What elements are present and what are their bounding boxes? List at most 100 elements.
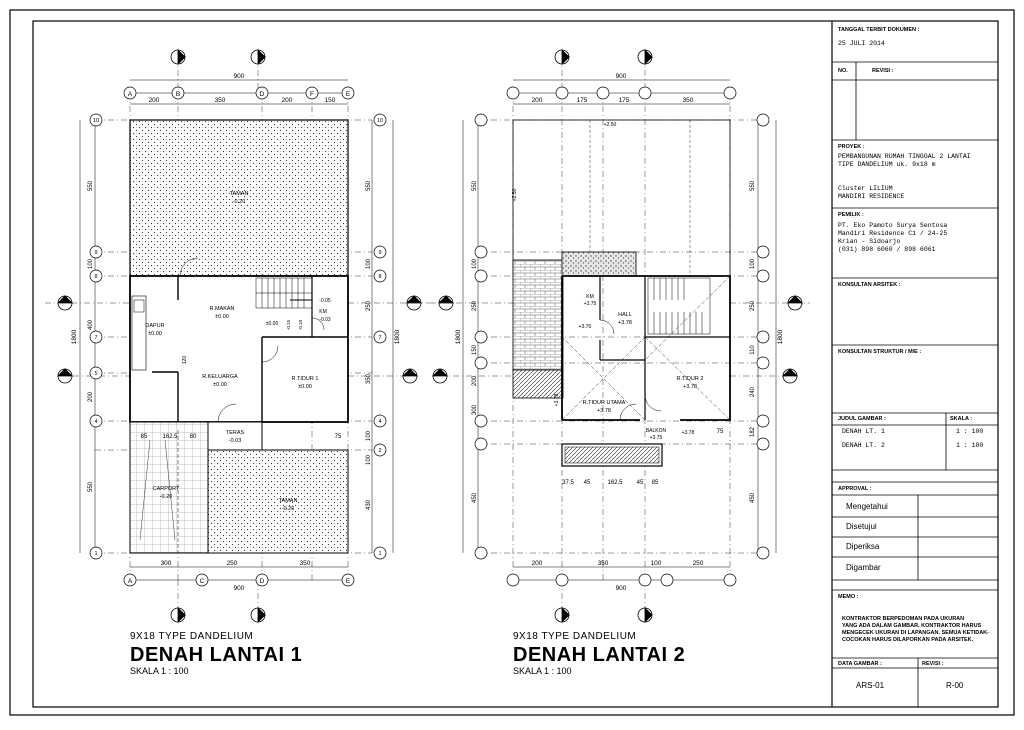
- plan2-overall-depth: 1800: [455, 329, 462, 344]
- grid-letter: A: [128, 578, 133, 585]
- grid-letter: A: [128, 91, 133, 98]
- room-name: R.KELUARGA: [202, 374, 238, 380]
- small-dim: 85: [652, 480, 659, 486]
- floor-plan-1: [45, 49, 430, 623]
- plan2-left-dim: 450: [472, 492, 478, 503]
- plan1-right-dim: 350: [366, 373, 372, 384]
- grid-number: 7: [378, 335, 381, 341]
- grid-number: 4: [94, 419, 97, 425]
- grid-number: 7: [94, 335, 97, 341]
- plan2-bottom-dim: 250: [693, 560, 704, 567]
- plan1-overall-depth-right: 1800: [394, 329, 401, 344]
- no-label: NO.: [838, 68, 848, 74]
- room-level: +3.78: [597, 408, 611, 414]
- approval-row: Diperiksa: [846, 542, 880, 551]
- revisi2-value: R-00: [946, 681, 964, 690]
- room-level: -0.03: [319, 317, 331, 323]
- plan1-left-dim: 200: [88, 391, 94, 402]
- pemilik-line: Krian - Sidoarjo: [838, 238, 901, 245]
- pemilik-line: PT. Eko Pamoto Surya Sentosa: [838, 222, 948, 229]
- plan1-bottom-dim: 300: [161, 560, 172, 567]
- level-mark: +3.78: [682, 430, 695, 436]
- plan1-right-dim: 100: [366, 430, 372, 441]
- plan1-scale: SKALA 1 : 100: [130, 666, 189, 676]
- room-name: DAPUR: [145, 323, 164, 329]
- konsultan-arsitek-label: KONSULTAN ARSITEK :: [838, 282, 901, 288]
- pemilik-line: Mandiri Residence C1 / 24-25: [838, 230, 948, 237]
- small-dim: 45: [584, 480, 591, 486]
- room-level: -0.03: [229, 438, 242, 444]
- small-dim: 85: [141, 434, 148, 440]
- plan1-title: DENAH LANTAI 1: [130, 644, 303, 666]
- plan2-bottom-dim: 200: [532, 560, 543, 567]
- room-level: ±0.00: [298, 384, 312, 390]
- judul-label: JUDUL GAMBAR :: [838, 416, 886, 422]
- plan1-right-dim: 430: [366, 499, 372, 510]
- room-level: -0.20: [160, 494, 173, 500]
- section-markers: [57, 49, 422, 623]
- judul-row-name: DENAH LT. 2: [842, 442, 885, 449]
- plan1-subtitle: 9X18 TYPE DANDELIUM: [130, 631, 254, 642]
- level-mark: +3.78: [554, 393, 560, 406]
- approval-row: Disetujui: [846, 522, 877, 531]
- memo-line: YANG ADA DALAM GAMBAR. KONTRAKTOR HARUS: [842, 623, 982, 629]
- pemilik-label: PEMILIK :: [838, 212, 864, 218]
- grid-number: 1: [94, 551, 97, 557]
- plan1-right-dim: 250: [366, 300, 372, 311]
- plan2-right-dim: 250: [750, 300, 756, 311]
- room-level: ±0.00: [215, 314, 229, 320]
- plan2-overall-depth-right: 1800: [777, 329, 784, 344]
- data-gambar-value: ARS-01: [856, 681, 885, 690]
- plan1-left-dim: 100: [88, 258, 94, 269]
- small-dim: 80: [190, 434, 197, 440]
- level-mark: ±0.00: [266, 321, 279, 327]
- room-name: KM: [586, 294, 594, 300]
- plan2-right-dim: 182: [750, 426, 756, 437]
- level-mark: +3.70: [579, 324, 592, 330]
- plan2-right-dim: 100: [750, 258, 756, 269]
- data-gambar-label: DATA GAMBAR :: [838, 661, 882, 667]
- memo-label: MEMO :: [838, 594, 859, 600]
- grid-number: 8: [94, 274, 97, 280]
- date-value: 25 JULI 2014: [838, 40, 885, 47]
- plan1-top-dim: 150: [325, 97, 336, 104]
- plan1-bottom-dim: 250: [227, 560, 238, 567]
- grid-number: 10: [93, 118, 99, 124]
- level-mark: +2.50: [604, 122, 617, 128]
- room-name: TAMAN: [279, 498, 298, 504]
- room-name: CARPORT: [153, 486, 180, 492]
- plan2-left-dim: 300: [472, 404, 478, 415]
- plan2-left-dim: 200: [472, 375, 478, 386]
- plan2-top-dim: 175: [619, 97, 630, 104]
- grid-letter: F: [310, 91, 314, 98]
- memo-line: KONTRAKTOR BERPEDOMAN PADA UKURAN: [842, 616, 965, 622]
- level-mark: -0.05: [319, 298, 331, 304]
- konsultan-struktur-label: KONSULTAN STRUKTUR / M/E :: [838, 349, 922, 355]
- grid-number: 5: [94, 371, 97, 377]
- floor-plan-2: [430, 49, 810, 623]
- plan1-left-dim: 550: [88, 481, 94, 492]
- plan2-left-dim: 100: [472, 258, 478, 269]
- plan2-scale: SKALA 1 : 100: [513, 666, 572, 676]
- plan2-left-dim: 550: [472, 180, 478, 191]
- grid-number: 4: [378, 419, 381, 425]
- room-level: +3.78: [618, 320, 632, 326]
- revisi-label: REVISI :: [872, 68, 894, 74]
- plan2-right-dim: 450: [750, 492, 756, 503]
- plan1-overall-depth: 1800: [71, 329, 78, 344]
- grid-letter: E: [346, 91, 351, 98]
- plan2-top-dim: 200: [532, 97, 543, 104]
- plan1-top-dim: 200: [149, 97, 160, 104]
- approval-label: APPROVAL :: [838, 486, 872, 492]
- room-level: ±0.00: [148, 331, 162, 337]
- plan1-overall-width: 900: [234, 73, 245, 80]
- plan2-overall-width-bottom: 900: [616, 585, 627, 592]
- revisi2-label: REVISI :: [922, 661, 944, 667]
- small-dim: 45: [637, 480, 644, 486]
- grid-number: 9: [94, 250, 97, 256]
- plan2-top-dim: 175: [577, 97, 588, 104]
- plan2-bottom-dim: 100: [651, 560, 662, 567]
- grid-letter: D: [260, 578, 265, 585]
- title-block-lines: [832, 61, 998, 707]
